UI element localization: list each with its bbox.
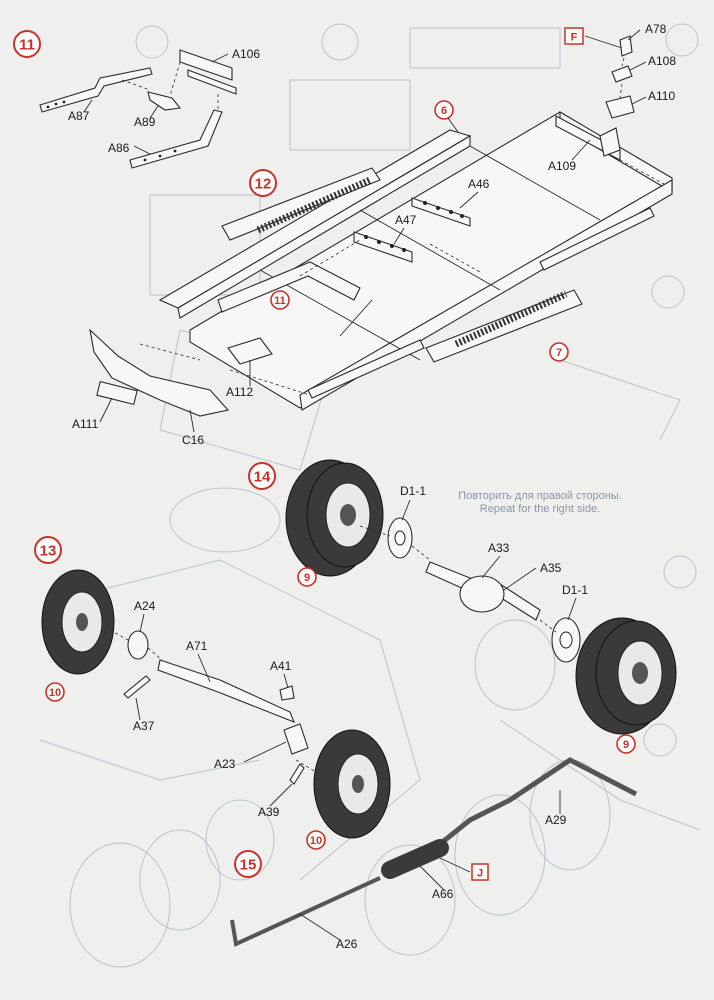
part-a110 — [605, 95, 635, 119]
wheel-9-b: 9 — [623, 739, 629, 751]
box-f-label: F — [571, 32, 578, 44]
wheel-10-a: 10 — [49, 687, 61, 699]
step-14-badge — [248, 462, 276, 490]
label-a109: A109 — [548, 159, 576, 173]
subassembly-6-badge — [434, 100, 454, 120]
part-a87-bracket — [39, 67, 153, 113]
label-a26: A26 — [336, 937, 358, 951]
box-j — [471, 863, 489, 881]
label-a108: A108 — [648, 54, 676, 68]
repeat-note-ru: Повторить для правой стороны. — [458, 490, 622, 502]
label-a78: A78 — [645, 22, 667, 36]
label-a106: A106 — [232, 47, 260, 61]
leaf-spring-front — [307, 339, 425, 399]
part-a23-knuckle — [283, 723, 309, 755]
label-a47: A47 — [395, 213, 417, 227]
label-a87: A87 — [68, 109, 90, 123]
part-a37 — [123, 675, 151, 699]
box-j-label: J — [477, 868, 483, 880]
part-a29-pipe — [418, 757, 638, 862]
step-15-badge — [234, 850, 262, 878]
part-a35-differential — [459, 575, 505, 613]
wheel-10-badge-a — [45, 682, 65, 702]
subassembly-11: 11 — [274, 295, 286, 307]
part-a78 — [619, 35, 633, 57]
part-a26-tailpipe — [230, 876, 381, 947]
inner-bracket-11 — [217, 261, 361, 313]
wheel-9-badge-a — [297, 567, 317, 587]
chassis-frame: A109 6 F A78 A108 A110 A46 A47 12 — [72, 22, 676, 447]
part-a71-axle-beam — [157, 659, 295, 723]
label-a37: A37 — [133, 719, 155, 733]
label-a29: A29 — [545, 813, 567, 827]
label-a41: A41 — [270, 659, 292, 673]
label-a35: A35 — [540, 561, 562, 575]
part-a66-muffler — [381, 839, 449, 879]
step-11: 11 A106 A87 A89 A86 — [13, 30, 260, 169]
step-15: 15 A29 A66 J A26 — [230, 757, 638, 951]
label-c16: C16 — [182, 433, 204, 447]
wheel-10-b: 10 — [310, 835, 322, 847]
part-c16-bumper — [89, 328, 230, 417]
label-a110: A110 — [648, 89, 675, 103]
label-a71: A71 — [186, 639, 208, 653]
subassembly-7-badge — [549, 342, 569, 362]
leaf-spring-rear — [539, 207, 655, 271]
step-11-number: 11 — [19, 37, 35, 54]
wheel-9-badge-b — [616, 734, 636, 754]
part-a106-bracket — [179, 49, 233, 81]
part-a39 — [289, 763, 305, 785]
part-a41 — [279, 685, 295, 701]
label-a33: A33 — [488, 541, 510, 555]
part-a24-hub — [127, 630, 149, 660]
label-a111: A111 — [72, 417, 99, 431]
subassembly-6: 6 — [441, 105, 447, 117]
part-a112 — [227, 337, 273, 365]
wheel-10-badge-b — [306, 830, 326, 850]
step-12-number: 12 — [255, 176, 272, 193]
label-a66: A66 — [432, 887, 454, 901]
step-14-number: 14 — [254, 469, 271, 486]
part-a111-plate — [96, 380, 138, 406]
part-a89 — [147, 91, 182, 111]
spring-assembly-7 — [454, 290, 568, 348]
label-a23: A23 — [214, 757, 236, 771]
label-d1-1-left: D1-1 — [400, 484, 426, 498]
label-d1-1-right: D1-1 — [562, 583, 588, 597]
subassembly-7: 7 — [556, 347, 562, 359]
part-a86-rail — [129, 109, 223, 169]
label-a89: A89 — [134, 115, 156, 129]
label-a46: A46 — [468, 177, 490, 191]
callout-leaders — [83, 29, 647, 941]
part-a108 — [611, 65, 633, 83]
step-11-badge — [13, 30, 41, 58]
step-13-number: 13 — [40, 543, 57, 560]
label-a86: A86 — [108, 141, 130, 155]
step-14: 14 9 D1-1 A33 A35 D1-1 9 Повторить — [248, 459, 677, 754]
label-a24: A24 — [134, 599, 156, 613]
subassembly-11-badge — [270, 290, 290, 310]
wheel-9-a: 9 — [304, 572, 310, 584]
front-spring-upper — [256, 176, 372, 234]
label-a39: A39 — [258, 805, 280, 819]
step-13: 13 10 A24 A37 A71 A41 A23 A39 10 — [34, 536, 391, 850]
repeat-note-en: Repeat for the right side. — [480, 503, 600, 515]
step-13-badge — [34, 536, 62, 564]
step-15-number: 15 — [240, 857, 257, 874]
step-12-badge — [249, 169, 277, 197]
label-a112: A112 — [226, 385, 253, 399]
box-f — [564, 27, 584, 45]
